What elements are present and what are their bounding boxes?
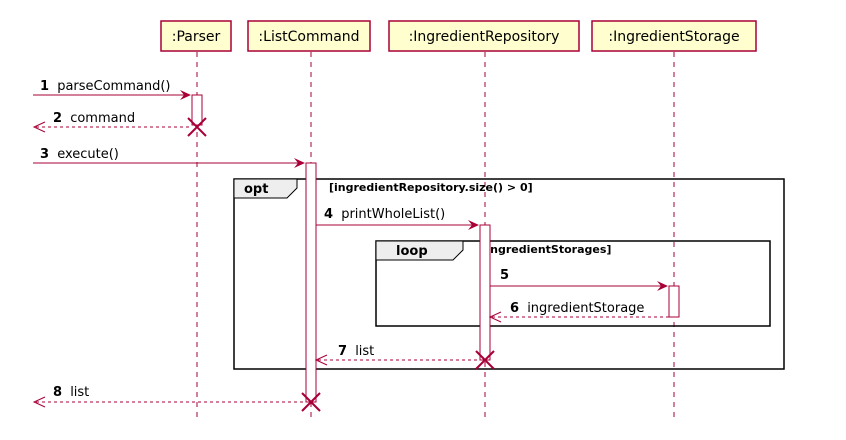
activation-listcommand	[305, 162, 317, 403]
svg-text:3 execute(): 3 execute()	[40, 147, 119, 162]
activation-parser	[191, 94, 203, 126]
message-number: 4	[324, 207, 333, 222]
message-8: 8 list	[32, 385, 306, 408]
opt-frame: opt [ingredientRepository.size() > 0]	[233, 178, 785, 370]
destroy-marker-ingredientrepository	[475, 350, 495, 370]
message-number: 1	[40, 79, 49, 94]
opt-frame-guard: [ingredientRepository.size() > 0]	[329, 181, 533, 194]
participant-parser: :Parser	[160, 20, 232, 52]
message-7: 7 list	[314, 344, 480, 366]
activation-ingredientstorage	[668, 285, 680, 318]
svg-text:2 command: 2 command	[53, 111, 135, 126]
message-4: 4 printWholeList()	[316, 207, 479, 230]
message-text: list	[70, 385, 89, 400]
opt-frame-kind: opt	[244, 182, 268, 197]
participant-ingredientstorage: :IngredientStorage	[591, 20, 757, 52]
message-text: printWholeList()	[341, 207, 445, 222]
participant-listcommand: :ListCommand	[247, 20, 371, 52]
message-number: 6	[510, 301, 519, 316]
participant-label: :ListCommand	[258, 29, 359, 45]
message-number: 2	[53, 111, 62, 126]
loop-frame: loop [IngredientStorages]	[375, 240, 771, 327]
svg-text:5: 5	[500, 268, 509, 283]
message-1: 1 parseCommand()	[33, 79, 191, 100]
message-2: 2 command	[32, 111, 192, 133]
message-text: command	[70, 111, 135, 126]
svg-text:1 parseCommand(): 1 parseCommand()	[40, 79, 170, 94]
participant-ingredientrepository: :IngredientRepository	[388, 20, 580, 52]
svg-text:8 list: 8 list	[53, 385, 89, 400]
participant-label: :IngredientStorage	[608, 29, 739, 45]
message-3: 3 execute()	[33, 147, 305, 168]
message-text: execute()	[57, 147, 119, 162]
message-text: parseCommand()	[57, 79, 170, 94]
message-number: 3	[40, 147, 49, 162]
message-text: list	[355, 344, 374, 359]
activation-ingredientrepository	[479, 224, 491, 361]
message-number: 7	[338, 344, 347, 359]
message-5: 5	[490, 268, 668, 291]
destroy-marker-parser	[187, 117, 207, 137]
loop-frame-guard: [IngredientStorages]	[481, 243, 611, 256]
participant-label: :IngredientRepository	[409, 29, 560, 45]
loop-frame-kind: loop	[396, 244, 428, 259]
svg-text:4 printWholeList(): 4 printWholeList()	[324, 207, 445, 222]
message-number: 8	[53, 385, 62, 400]
svg-text:6 ingredientStorage: 6 ingredientStorage	[510, 301, 644, 316]
message-text: ingredientStorage	[527, 301, 644, 316]
svg-text:7 list: 7 list	[338, 344, 374, 359]
participant-label: :Parser	[172, 29, 221, 45]
message-6: 6 ingredientStorage	[488, 301, 669, 323]
destroy-marker-listcommand	[301, 392, 321, 412]
message-number: 5	[500, 268, 509, 283]
